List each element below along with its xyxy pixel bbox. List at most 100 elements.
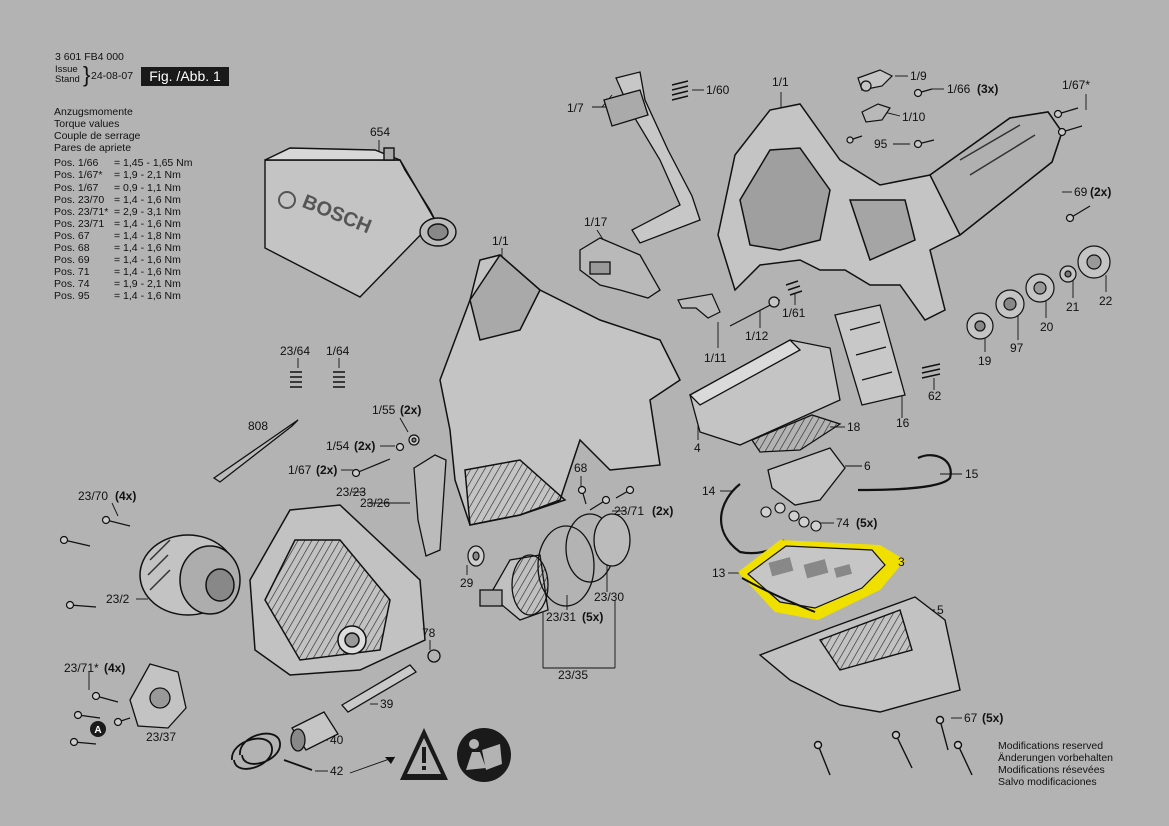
spatula-808 <box>212 419 299 483</box>
label-23-31-qty: (5x) <box>582 610 603 624</box>
label-23-23: 23/23 <box>336 485 366 499</box>
torque-row: Pos. 95= 1,4 - 1,6 Nm <box>54 290 193 302</box>
label-95: 95 <box>874 137 888 151</box>
screws <box>846 88 1091 223</box>
label-1-7: 1/7 <box>567 101 584 115</box>
label-23-71-star: 23/71* <box>64 661 99 675</box>
part-1-11 <box>677 293 721 319</box>
torque-row: Pos. 67= 1,4 - 1,8 Nm <box>54 230 193 242</box>
torque-value: = 1,4 - 1,6 Nm <box>114 266 181 279</box>
label-1-54-qty: (2x) <box>354 439 375 453</box>
read-manual-icon <box>457 728 511 782</box>
gear-housing-23-23 <box>249 504 426 676</box>
label-1-66: 1/66 <box>947 82 971 96</box>
torque-pos: Pos. 68 <box>54 242 90 255</box>
label-78: 78 <box>422 626 436 640</box>
label-39: 39 <box>380 697 394 711</box>
screws-23-70 <box>59 515 131 610</box>
torque-row: Pos. 68 = 1,4 - 1,6 Nm <box>54 242 193 254</box>
part-18 <box>751 414 842 453</box>
torque-row: Pos. 1/66= 1,45 - 1,65 Nm <box>54 157 193 169</box>
torque-value: = 1,4 - 1,6 Nm <box>114 254 181 267</box>
label-1-66-qty: (3x) <box>977 82 998 96</box>
cable-15 <box>857 454 952 492</box>
label-1-55-qty: (2x) <box>400 403 421 417</box>
label-69-qty: (2x) <box>1090 185 1111 199</box>
mod-de: Änderungen vorbehalten <box>998 752 1114 764</box>
label-74: 74 <box>836 516 850 530</box>
torque-pos: Pos. 74 <box>54 278 90 291</box>
bevel-gear <box>479 554 549 621</box>
label-69: 69 <box>1074 185 1088 199</box>
label-808: 808 <box>248 419 268 433</box>
label-23-71: 23/71 <box>614 504 644 518</box>
doc-number: 3 601 FB4 000 <box>55 51 124 63</box>
label-22: 22 <box>1099 294 1113 308</box>
rings-23-31 <box>537 513 631 607</box>
torque-value: = 1,4 - 1,6 Nm <box>114 217 181 230</box>
label-14: 14 <box>702 484 716 498</box>
label-23-37: 23/37 <box>146 730 176 744</box>
callout-a: A <box>94 725 101 736</box>
torque-value: = 1,4 - 1,6 Nm <box>114 242 181 255</box>
label-1-55: 1/55 <box>372 403 396 417</box>
torque-value: = 1,45 - 1,65 Nm <box>114 157 193 170</box>
torque-heading-de: Anzugsmomente <box>54 106 133 118</box>
label-1-17: 1/17 <box>584 215 608 229</box>
label-23-35: 23/35 <box>558 668 588 682</box>
label-23-2: 23/2 <box>106 592 130 606</box>
label-42: 42 <box>330 764 344 778</box>
torque-pos: Pos. 69 <box>54 254 90 267</box>
torque-table: Anzugsmomente Torque values Couple de se… <box>54 106 193 303</box>
label-1-1-top: 1/1 <box>772 75 789 89</box>
torque-heading-es: Pares de apriete <box>54 142 132 155</box>
torque-value: = 1,4 - 1,8 Nm <box>114 229 181 242</box>
part-labels: 654 1/7 1/60 1/1 1/9 1/66 (3x) 1/67* 1/1… <box>64 69 1113 778</box>
label-4: 4 <box>694 441 701 455</box>
housing-left-half <box>439 253 681 526</box>
label-6: 6 <box>864 459 871 473</box>
spring-42 <box>231 732 313 771</box>
mod-fr: Modifications résevées <box>998 764 1105 776</box>
label-97: 97 <box>1010 341 1024 355</box>
label-67-qty: (5x) <box>982 711 1003 725</box>
springs-23-64 <box>290 371 345 388</box>
cover-4 <box>688 339 841 446</box>
label-1-60: 1/60 <box>706 83 730 97</box>
clip-78 <box>427 649 441 663</box>
label-23-31: 23/31 <box>546 610 576 624</box>
part-6 <box>767 447 846 506</box>
torque-row: Pos. 71= 1,4 - 1,6 Nm <box>54 266 193 278</box>
torque-heading-fr: Couple de serrage <box>54 130 141 143</box>
torque-row: Pos. 23/70= 1,4 - 1,6 Nm <box>54 194 193 206</box>
label-15: 15 <box>965 467 979 481</box>
torque-row: Pos. 1/67*= 1,9 - 2,1 Nm <box>54 169 193 181</box>
modifications-note: Modifications reserved Änderungen vorbeh… <box>998 740 1113 788</box>
issue-date: 24-08-07 <box>91 70 134 82</box>
torque-pos: Pos. 23/71 <box>54 217 105 230</box>
label-654: 654 <box>370 125 390 139</box>
label-1-67-qty: (2x) <box>316 463 337 477</box>
torque-pos: Pos. 23/71* <box>54 205 109 218</box>
part-23-26 <box>413 454 447 557</box>
label-13: 13 <box>712 566 726 580</box>
label-23-30: 23/30 <box>594 590 624 604</box>
spring-1-60 <box>671 80 689 101</box>
label-1-1-mid: 1/1 <box>492 234 509 248</box>
label-1-9: 1/9 <box>910 69 927 83</box>
torque-row: Pos. 1/67= 0,9 - 1,1 Nm <box>54 182 193 194</box>
screws-23-71 <box>589 485 635 511</box>
battery-pack <box>264 147 457 298</box>
screws-23-71-star <box>69 691 131 747</box>
part-1-9 <box>857 69 894 92</box>
plate-16 <box>834 304 906 406</box>
label-23-71-star-qty: (4x) <box>104 661 125 675</box>
label-18: 18 <box>847 420 861 434</box>
torque-pos: Pos. 95 <box>54 290 90 303</box>
torque-pos: Pos. 1/67 <box>54 181 99 194</box>
mod-es: Salvo modificaciones <box>998 776 1097 788</box>
label-68: 68 <box>574 461 588 475</box>
label-16: 16 <box>896 416 910 430</box>
mod-en: Modifications reserved <box>998 740 1104 752</box>
